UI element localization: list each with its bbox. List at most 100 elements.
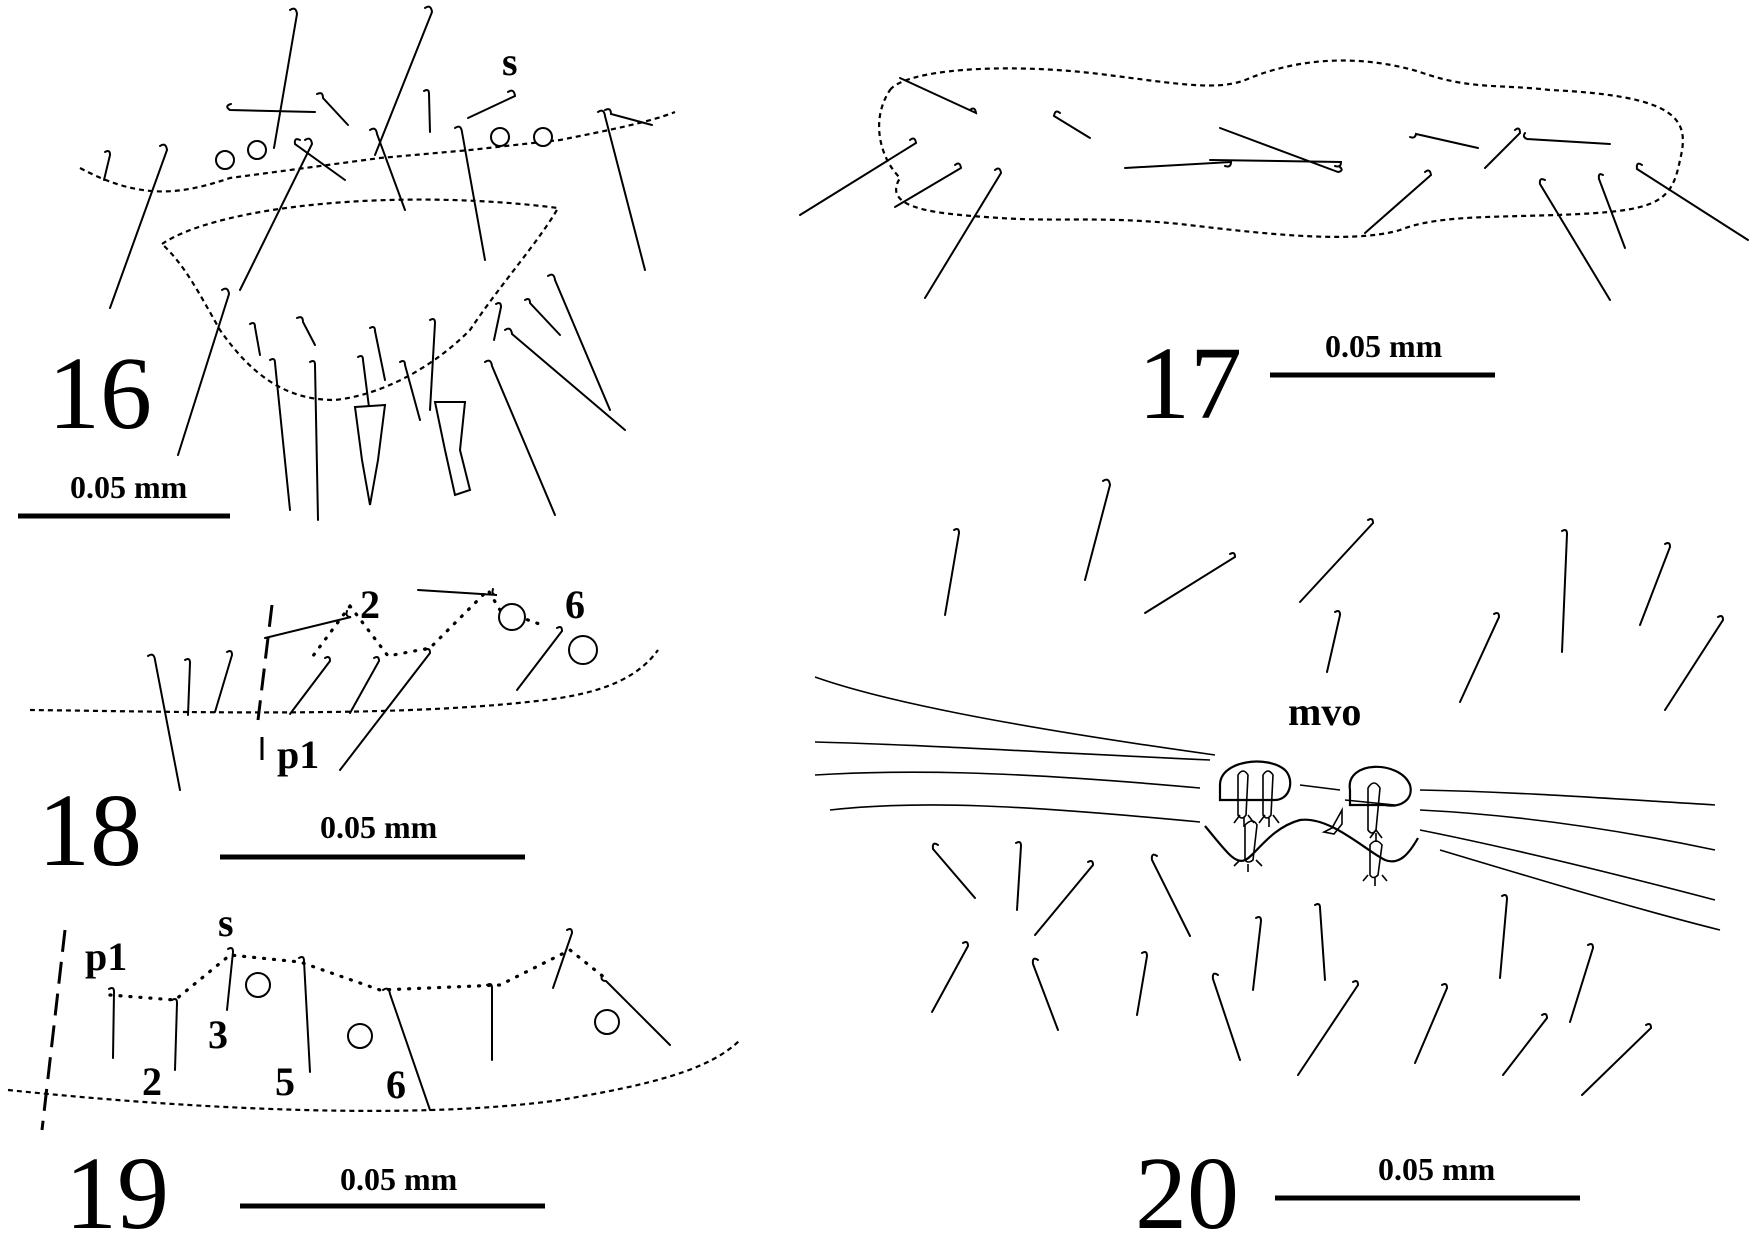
pore: [347, 1023, 373, 1049]
pore: [594, 1009, 620, 1035]
setae-group: [931, 478, 1725, 1096]
seta: [1639, 542, 1672, 626]
head-outline: [79, 110, 676, 193]
setae-group: [147, 588, 564, 791]
seta: [249, 322, 261, 356]
seta: [109, 143, 169, 309]
seta: [226, 103, 316, 113]
seta: [417, 588, 498, 596]
seta: [1635, 162, 1749, 241]
pore: [498, 603, 526, 631]
seta: [1209, 159, 1343, 168]
seta: [1150, 853, 1191, 937]
seta: [1299, 518, 1375, 603]
seta: [1297, 980, 1360, 1076]
seta: [1664, 615, 1725, 711]
seta: [214, 650, 234, 713]
axis-line: [256, 604, 274, 721]
seta: [1031, 957, 1059, 1031]
seta: [799, 137, 918, 216]
seta: [1581, 1023, 1653, 1096]
figure-number: 17: [1138, 326, 1242, 441]
figure-16: s 16 0.05 mm: [18, 5, 676, 521]
segment-outline: [878, 59, 1684, 238]
seta: [597, 109, 646, 271]
seta: [357, 355, 371, 416]
mvo-organ-left: [1218, 760, 1292, 872]
setae-group: [103, 5, 653, 521]
seta: [454, 125, 486, 261]
figure-number: 18: [38, 773, 142, 888]
seta: [524, 298, 561, 336]
seta: [1219, 127, 1343, 174]
mandible-tooth: [353, 403, 387, 506]
seta: [1414, 983, 1449, 1064]
seta-label-p1: p1: [277, 732, 319, 777]
segment-outline: [29, 649, 659, 714]
seta: [269, 358, 291, 511]
seta: [1459, 612, 1501, 703]
seta: [899, 77, 978, 115]
seta: [289, 656, 332, 715]
pore: [215, 150, 235, 170]
seta: [504, 327, 626, 431]
seta: [273, 7, 299, 149]
seta: [177, 287, 231, 456]
figure-18: 2 6 p1 18 0.05 mm: [29, 582, 659, 888]
scale-label: 0.05 mm: [1378, 1151, 1496, 1187]
seta: [894, 162, 963, 208]
pore: [247, 140, 267, 160]
head-outline: [161, 198, 560, 402]
seta: [493, 302, 503, 341]
seta-label-3: 3: [208, 1012, 228, 1057]
pore: [490, 127, 510, 147]
organ-label-mvo: mvo: [1288, 689, 1361, 734]
seta: [309, 360, 319, 521]
figure-number: 20: [1135, 1136, 1239, 1233]
figure-number: 19: [65, 1136, 169, 1233]
seta: [399, 360, 421, 421]
seta: [1314, 903, 1326, 981]
seta: [1409, 132, 1479, 149]
seta: [1084, 478, 1112, 581]
seta: [467, 89, 517, 119]
seta: [147, 653, 181, 791]
seta: [171, 998, 179, 1071]
seta: [423, 89, 431, 133]
pore: [568, 635, 598, 665]
seta: [239, 137, 314, 291]
seta: [184, 658, 192, 716]
seta: [369, 326, 386, 381]
seta: [1502, 1013, 1549, 1076]
seta: [1522, 132, 1611, 145]
pore: [245, 972, 271, 998]
seta-label-5: 5: [275, 1059, 295, 1104]
seta: [226, 947, 235, 1011]
seta: [604, 108, 653, 126]
seta: [1326, 610, 1342, 673]
seta-label-s: s: [218, 900, 234, 945]
seta: [516, 626, 564, 691]
seta: [1015, 841, 1023, 911]
figure-20: mvo 20 0.05 mm: [814, 478, 1725, 1233]
scale-label: 0.05 mm: [340, 1161, 458, 1197]
setae-group: [108, 928, 671, 1111]
seta-label-6: 6: [386, 1062, 406, 1107]
seta: [547, 273, 611, 411]
seta: [484, 359, 556, 516]
seta: [1484, 127, 1522, 169]
seta: [374, 5, 434, 156]
scale-label: 0.05 mm: [1325, 328, 1443, 364]
seta: [429, 318, 437, 411]
segment-outline: [7, 1039, 741, 1112]
figure-number: 16: [48, 336, 152, 451]
seta: [1597, 173, 1626, 249]
seta: [1538, 178, 1611, 301]
seta-label-2: 2: [142, 1059, 162, 1104]
ventral-tube-folds: [814, 676, 1721, 931]
seta: [108, 987, 116, 1059]
seta: [931, 842, 976, 899]
mandible-tooth: [433, 401, 472, 497]
seta: [1144, 552, 1237, 614]
